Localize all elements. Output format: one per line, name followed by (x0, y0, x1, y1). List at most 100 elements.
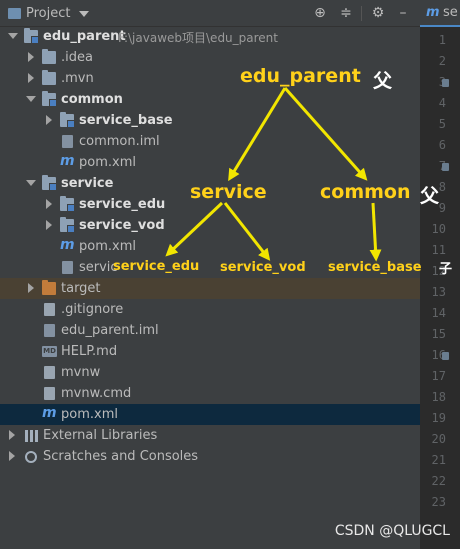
tree-row-service[interactable]: service (0, 173, 420, 194)
editor-area[interactable] (420, 0, 460, 549)
module-folder-icon (60, 196, 75, 212)
editor-tab[interactable]: m se (420, 0, 460, 27)
tree-row-common-iml[interactable]: common.iml (0, 131, 420, 152)
tree-label: pom.xml (79, 155, 136, 170)
project-icon (8, 8, 21, 19)
annotation-parent-tag: 父 (420, 185, 440, 207)
module-path: F:\javaweb项目\edu_parent (118, 31, 278, 45)
tree-label: service_vod (79, 218, 165, 233)
target-icon[interactable]: ⊕ (314, 5, 326, 21)
line-number: 5 (438, 117, 446, 131)
gutter-marker-icon[interactable] (442, 79, 449, 87)
line-number: 4 (438, 96, 446, 110)
tree-row-common[interactable]: common (0, 89, 420, 110)
watermark: CSDN @QLUGCL (334, 523, 450, 539)
annotation-child-tag: 子 (439, 262, 453, 277)
chevron-down-icon[interactable] (26, 96, 36, 102)
chevron-right-icon[interactable] (28, 52, 34, 62)
line-number: 9 (438, 201, 446, 215)
chevron-right-icon[interactable] (46, 199, 52, 209)
tree-row-service-pom[interactable]: m pom.xml (0, 236, 420, 257)
minimize-icon[interactable]: – (399, 5, 407, 21)
line-number: 11 (431, 243, 446, 257)
line-number: 6 (438, 138, 446, 152)
tree-row-edu-parent-iml[interactable]: edu_parent.iml (0, 320, 420, 341)
project-view-selector[interactable]: Project (8, 6, 90, 21)
chevron-right-icon[interactable] (9, 430, 15, 440)
project-view-title: Project (26, 6, 71, 21)
chevron-right-icon[interactable] (28, 73, 34, 83)
maven-file-icon: m (42, 405, 57, 421)
line-number: 19 (431, 411, 446, 425)
line-number: 14 (431, 306, 446, 320)
gutter-marker-icon[interactable] (442, 352, 449, 360)
tree-row-gitignore[interactable]: .gitignore (0, 299, 420, 320)
annotation-edu-parent: edu_parent (240, 65, 361, 87)
maven-file-icon: m (60, 153, 75, 169)
maven-file-icon: m (426, 5, 440, 20)
tree-label: External Libraries (43, 428, 158, 443)
annotation-service-base: service_base (328, 260, 422, 275)
tree-row-mvnw[interactable]: mvnw (0, 362, 420, 383)
line-number: 20 (431, 432, 446, 446)
text-file-icon (44, 387, 55, 400)
folder-icon (42, 49, 56, 64)
gear-icon[interactable]: ⚙ (371, 5, 385, 21)
line-number: 23 (431, 495, 446, 509)
tree-label: service (61, 176, 114, 191)
tree-row-scratches[interactable]: Scratches and Consoles (0, 446, 420, 467)
annotation-common: common (320, 181, 411, 203)
annotation-service-edu: service_edu (113, 259, 200, 274)
tree-label: edu_parent.iml (61, 323, 159, 338)
tree-label: HELP.md (61, 344, 118, 359)
line-number: 10 (431, 222, 446, 236)
chevron-right-icon[interactable] (46, 115, 52, 125)
tree-row-root-pom[interactable]: m pom.xml (0, 404, 420, 425)
excluded-folder-icon (42, 280, 56, 295)
folder-icon (42, 70, 56, 85)
chevron-right-icon[interactable] (9, 451, 15, 461)
tree-row-edu-parent[interactable]: edu_parent F:\javaweb项目\edu_parent (0, 26, 420, 47)
line-number: 17 (431, 369, 446, 383)
line-number: 8 (438, 180, 446, 194)
tree-label: .gitignore (61, 302, 124, 317)
iml-file-icon (44, 324, 55, 337)
chevron-down-icon[interactable] (8, 33, 18, 39)
iml-file-icon (62, 261, 73, 274)
tree-row-mvnw-cmd[interactable]: mvnw.cmd (0, 383, 420, 404)
tree-label: service_edu (79, 197, 166, 212)
tree-row-service-edu[interactable]: service_edu (0, 194, 420, 215)
module-folder-icon (42, 175, 57, 191)
tree-label: service_base (79, 113, 173, 128)
scratches-icon (25, 451, 37, 463)
tree-label: Scratches and Consoles (43, 449, 199, 464)
tree-label: mvnw.cmd (61, 386, 132, 401)
tree-row-mvn[interactable]: .mvn (0, 68, 420, 89)
tree-row-service-iml[interactable]: servic (0, 257, 420, 278)
tree-row-external-libraries[interactable]: External Libraries (0, 425, 420, 446)
iml-file-icon (62, 135, 73, 148)
tree-row-service-base[interactable]: service_base (0, 110, 420, 131)
markdown-file-icon: MD (42, 346, 57, 357)
tree-row-service-vod[interactable]: service_vod (0, 215, 420, 236)
module-folder-icon (60, 217, 75, 233)
line-number: 21 (431, 453, 446, 467)
chevron-down-icon[interactable] (26, 180, 36, 186)
tree-label: .mvn (61, 71, 94, 86)
tree-row-help-md[interactable]: MD HELP.md (0, 341, 420, 362)
collapse-icon[interactable]: ≑ (340, 5, 352, 21)
gutter-marker-icon[interactable] (442, 163, 449, 171)
chevron-right-icon[interactable] (28, 283, 34, 293)
tree-row-target[interactable]: target (0, 278, 420, 299)
chevron-down-icon (79, 10, 90, 17)
toolbar-divider (361, 6, 362, 21)
tree-row-idea[interactable]: .idea (0, 47, 420, 68)
tree-label: pom.xml (79, 239, 136, 254)
project-toolbar: Project ⊕ ≑ ⚙ – (0, 0, 420, 27)
tree-row-common-pom[interactable]: m pom.xml (0, 152, 420, 173)
module-folder-icon (60, 112, 75, 128)
line-number: 1 (438, 33, 446, 47)
line-number: 15 (431, 327, 446, 341)
line-number: 12 (431, 264, 446, 278)
chevron-right-icon[interactable] (46, 220, 52, 230)
